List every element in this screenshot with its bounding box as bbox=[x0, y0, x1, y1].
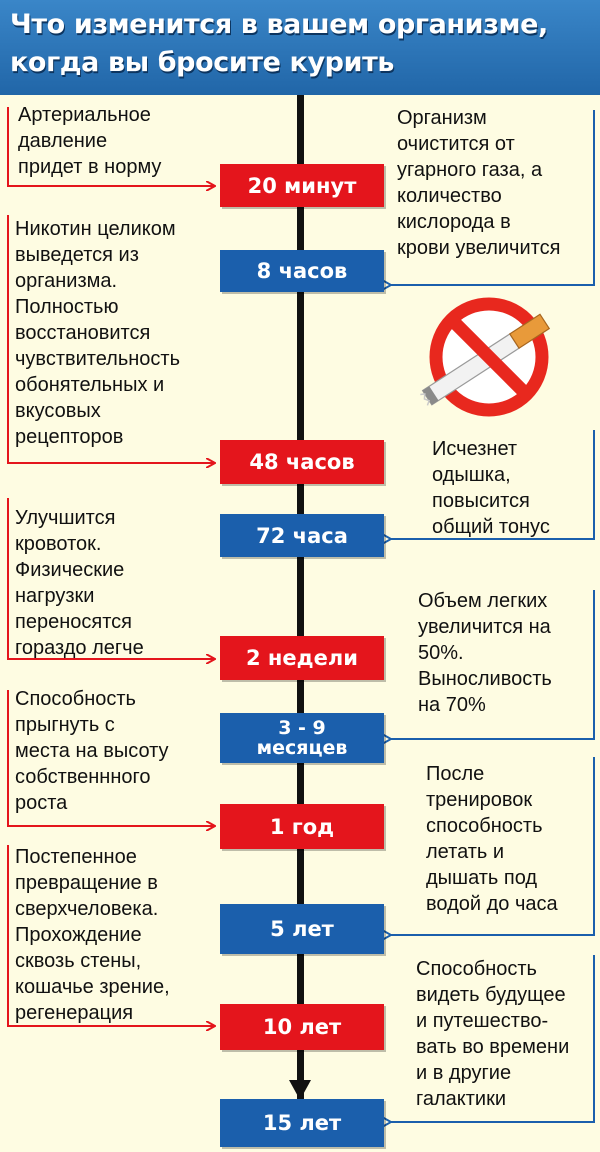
timeline-label: 5 лет bbox=[270, 917, 334, 941]
connector-left-1 bbox=[7, 107, 214, 186]
timeline-box-5-years: 5 лет bbox=[220, 904, 384, 954]
page-title: Что изменится в вашем организме, когда в… bbox=[10, 6, 595, 82]
connector-left-2 bbox=[7, 215, 214, 463]
connector-right-4 bbox=[390, 757, 595, 935]
right-note-1: Организм очистится от угарного газа, а к… bbox=[397, 107, 561, 259]
no-smoking-icon bbox=[420, 297, 551, 417]
timeline-label-line-2: месяцев bbox=[256, 737, 348, 759]
connector-right-5 bbox=[390, 955, 595, 1122]
title-line-2: когда вы бросите курить bbox=[10, 47, 395, 78]
timeline-box-15-years: 15 лет bbox=[220, 1099, 384, 1147]
right-note-3: Объем легких увеличится на 50%. Вынослив… bbox=[418, 590, 552, 716]
timeline-box-8-hours: 8 часов bbox=[220, 250, 384, 292]
connector-right-3 bbox=[390, 590, 595, 739]
left-note-5: Постепенное превращение в сверхчеловека.… bbox=[15, 846, 170, 1024]
right-note-5: Способность видеть будущее и путешество-… bbox=[416, 958, 570, 1110]
timeline-box-10-years: 10 лет bbox=[220, 1004, 384, 1050]
timeline-label: 10 лет bbox=[262, 1015, 342, 1039]
title-line-1: Что изменится в вашем организме, bbox=[10, 9, 548, 40]
left-note-2: Никотин целиком выведется из организма. … bbox=[15, 218, 181, 448]
header-banner: Что изменится в вашем организме, когда в… bbox=[0, 0, 600, 95]
left-note-3: Улучшится кровоток. Физические нагрузки … bbox=[15, 507, 144, 659]
timeline-box-20-minutes: 20 минут bbox=[220, 164, 384, 207]
timeline-box-48-hours: 48 часов bbox=[220, 440, 384, 484]
timeline-label: 72 часа bbox=[256, 523, 348, 548]
timeline-label: 20 минут bbox=[247, 173, 357, 198]
timeline-box-1-year: 1 год bbox=[220, 804, 384, 849]
timeline-label-line-1: 3 - 9 bbox=[278, 717, 326, 739]
timeline-label: 2 недели bbox=[246, 646, 358, 670]
timeline-box-72-hours: 72 часа bbox=[220, 514, 384, 557]
right-note-2: Исчезнет одышка, повысится общий тонус bbox=[432, 438, 550, 538]
timeline-label: 48 часов bbox=[249, 450, 355, 474]
timeline-box-3-9-months: 3 - 9 месяцев bbox=[220, 713, 384, 763]
timeline-box-2-weeks: 2 недели bbox=[220, 636, 384, 680]
timeline-label: 15 лет bbox=[262, 1111, 342, 1135]
timeline-line bbox=[297, 95, 304, 1100]
left-note-4: Способность прыгнуть с места на высоту с… bbox=[15, 688, 169, 814]
left-note-1: Артериальное давление придет в норму bbox=[18, 104, 162, 178]
right-note-4: После тренировок способность летать и ды… bbox=[426, 763, 558, 915]
connector-right-1 bbox=[390, 110, 595, 285]
timeline-label: 1 год bbox=[269, 814, 335, 839]
connector-right-2 bbox=[390, 430, 595, 539]
connector-left-5 bbox=[7, 845, 214, 1026]
connector-left-3 bbox=[7, 498, 214, 659]
timeline-label: 8 часов bbox=[256, 259, 348, 283]
connector-left-4 bbox=[7, 690, 214, 826]
timeline-arrowhead bbox=[289, 1080, 311, 1100]
